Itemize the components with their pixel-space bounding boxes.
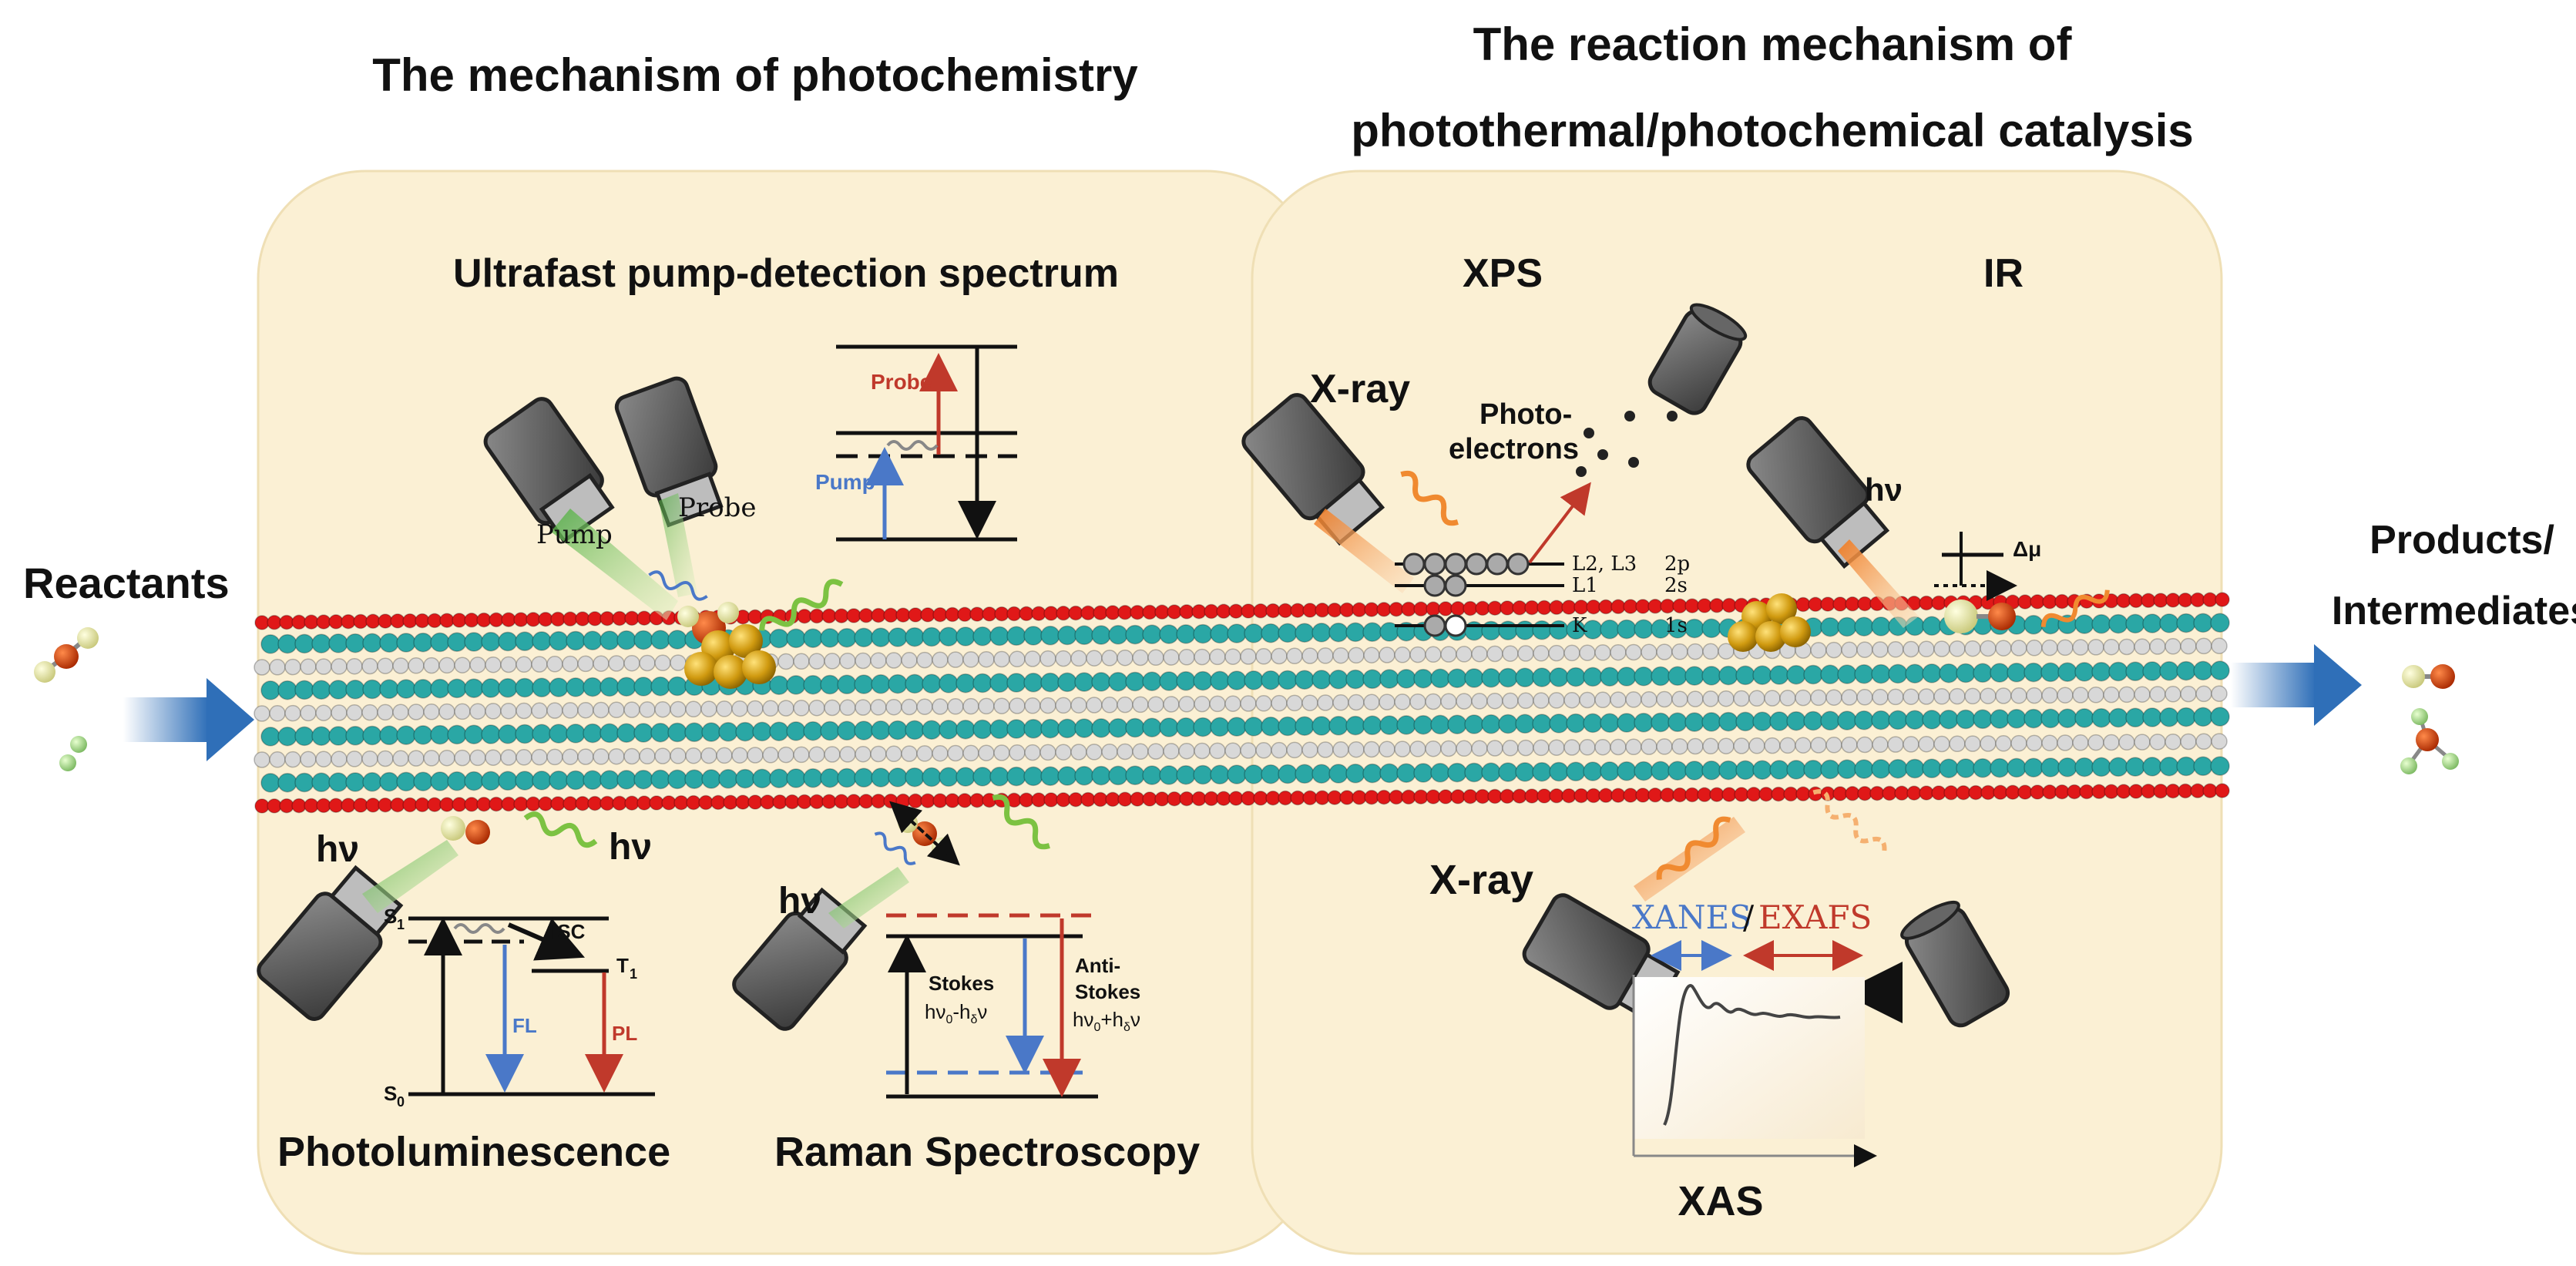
- diagram-probe-text: Probe: [871, 370, 932, 394]
- xps-orbital-label: 2s: [1664, 574, 1688, 597]
- gold-cluster-right: [1728, 593, 1811, 652]
- photoluminescence-title: Photoluminescence: [277, 1129, 670, 1175]
- products-label-line2: Intermediates: [2332, 589, 2576, 633]
- xps-shell-label: L1: [1572, 574, 1598, 597]
- xps-orbital-label: 2p: [1664, 552, 1690, 576]
- photoelectron-dots: [1576, 411, 1678, 477]
- xas-xray-label: X-ray: [1429, 857, 1533, 903]
- s0-sub: 0: [397, 1094, 405, 1110]
- raman-title: Raman Spectroscopy: [774, 1129, 1200, 1175]
- left-section-title: The mechanism of photochemistry: [372, 49, 1138, 101]
- pump-label: Pump: [536, 519, 613, 550]
- pl-adsorbate: [441, 816, 490, 845]
- pump-probe-energy-diagram: Probe Pump: [815, 344, 1017, 542]
- product-molecules: [2400, 664, 2459, 774]
- diagram-pump-text: Pump: [815, 470, 875, 494]
- xas-spectrum-plot: [1632, 975, 1877, 1167]
- xps-orange-wave: [1400, 470, 1459, 526]
- exafs-text: EXAFS: [1758, 898, 1872, 936]
- xps-detector-icon: [1647, 303, 1748, 415]
- xanes-exafs-label: XANES / EXAFS: [1632, 898, 1872, 971]
- jablonski-diagram: S 1 S 0 T 1 ISC FL PL: [384, 905, 655, 1110]
- s1-label: S: [384, 905, 397, 928]
- xas-detector-icon: [1900, 900, 2010, 1028]
- isc-label: ISC: [552, 920, 586, 943]
- xps-title: XPS: [1463, 251, 1543, 296]
- probe-beam: [659, 493, 697, 597]
- xas-slash: /: [1743, 898, 1755, 936]
- flow-arrow-out: [2231, 644, 2362, 726]
- xas-title: XAS: [1678, 1178, 1763, 1224]
- ir-title: IR: [1983, 251, 2024, 296]
- reactant-molecules: [34, 627, 99, 771]
- xanes-text: XANES: [1632, 898, 1751, 936]
- delta-mu-label: Δμ: [2013, 537, 2041, 561]
- s0-label: S: [384, 1082, 397, 1105]
- flow-arrow-in: [123, 678, 254, 761]
- catalyst-slab: [254, 592, 2230, 814]
- raman-hv: hν: [778, 881, 821, 922]
- pl-hv-left: hν: [316, 829, 359, 870]
- products-label-line1: Products/: [2369, 518, 2554, 562]
- t1-sub: 1: [630, 966, 637, 982]
- stokes-label: Stokes: [929, 972, 994, 995]
- ir-hv: hν: [1865, 472, 1903, 508]
- anti-formula: hν0+hδν: [1073, 1008, 1140, 1034]
- gold-cluster-left: [684, 624, 776, 689]
- pl-beam: [362, 840, 458, 913]
- raman-green-wave: [992, 794, 1050, 850]
- ir-orange-wave: [2040, 589, 2110, 628]
- xas-spectrum-curve: [1663, 984, 1841, 1126]
- ultrafast-green-wave: [759, 579, 844, 631]
- stokes-formula: hν0-hδν: [925, 1000, 987, 1026]
- pump-beam: [551, 509, 678, 620]
- pl-hv-right: hν: [609, 827, 652, 868]
- probe-label: Probe: [678, 492, 757, 523]
- xps-shell-label: L2, L3: [1572, 552, 1637, 576]
- s1-sub: 1: [397, 917, 405, 932]
- xps-photo-label-2: electrons: [1449, 433, 1579, 465]
- pl-label: PL: [612, 1022, 637, 1045]
- xps-xray-label: X-ray: [1310, 367, 1410, 411]
- xas-orange-wave-in: [1656, 816, 1731, 880]
- raman-blue-wave: [874, 831, 916, 865]
- xps-photo-label-1: Photo-: [1479, 398, 1572, 431]
- raman-adsorbate: [889, 801, 960, 866]
- raman-beam: [828, 867, 909, 929]
- xps-orbital-label: 1s: [1664, 614, 1688, 637]
- t1-label: T: [616, 954, 629, 977]
- ir-adsorbate: [1944, 599, 2016, 633]
- raman-energy-diagram: Stokes hν0-hδν Anti- Stokes hν0+hδν: [886, 913, 1140, 1099]
- xps-shell-label: K: [1572, 614, 1587, 637]
- xps-energy-levels: [1395, 482, 1591, 637]
- fl-label: FL: [512, 1014, 537, 1037]
- ir-delta-mu-indicator: Δμ: [1934, 532, 2041, 601]
- anti-stokes-label: Stokes: [1075, 980, 1140, 1003]
- right-section-title-line1: The reaction mechanism of: [1473, 18, 2073, 70]
- anti-label: Anti-: [1075, 954, 1120, 977]
- ir-beam: [1838, 539, 1919, 628]
- ultrafast-blue-wave: [648, 570, 708, 601]
- ultrafast-title: Ultrafast pump-detection spectrum: [453, 251, 1119, 296]
- reactants-label: Reactants: [23, 559, 230, 607]
- right-section-title-line2: photothermal/photochemical catalysis: [1351, 105, 2194, 156]
- pl-detector-icon: [257, 865, 404, 1021]
- pl-green-wave: [523, 811, 598, 848]
- xps-beam: [1314, 509, 1414, 593]
- ir-source-icon: [1746, 416, 1890, 569]
